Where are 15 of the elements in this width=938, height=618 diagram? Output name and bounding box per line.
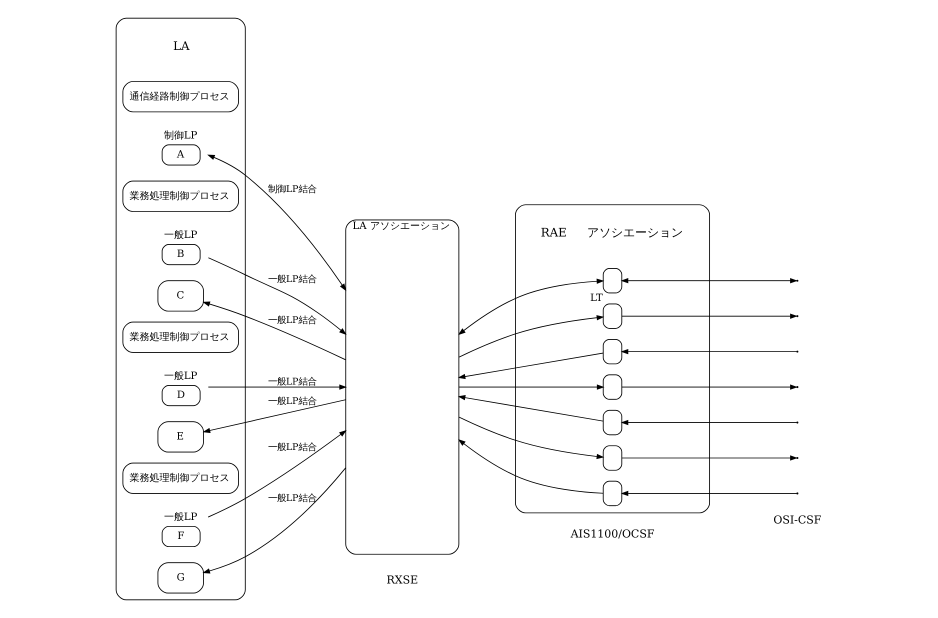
- edge-label: 一般LP結合: [268, 314, 316, 326]
- node-label: 制御LP: [164, 130, 198, 142]
- node-label: 一般LP: [164, 512, 198, 524]
- label: OSI-CSF: [773, 513, 822, 526]
- edge-label: 一般LP結合: [268, 274, 316, 286]
- node-label: 一般LP: [164, 230, 198, 242]
- edge-label: 一般LP結合: [268, 442, 316, 454]
- label: RXSE: [386, 573, 418, 586]
- node-label: 一般LP: [164, 371, 198, 382]
- edge-label: 一般LP結合: [268, 492, 316, 504]
- edge-label: 制御LP結合: [268, 184, 316, 195]
- edge-label: 一般LP結合: [268, 396, 316, 407]
- edge-label: 一般LP結合: [268, 376, 316, 388]
- node-label: LT: [590, 293, 603, 304]
- label: AIS1100/OCSF: [570, 528, 654, 541]
